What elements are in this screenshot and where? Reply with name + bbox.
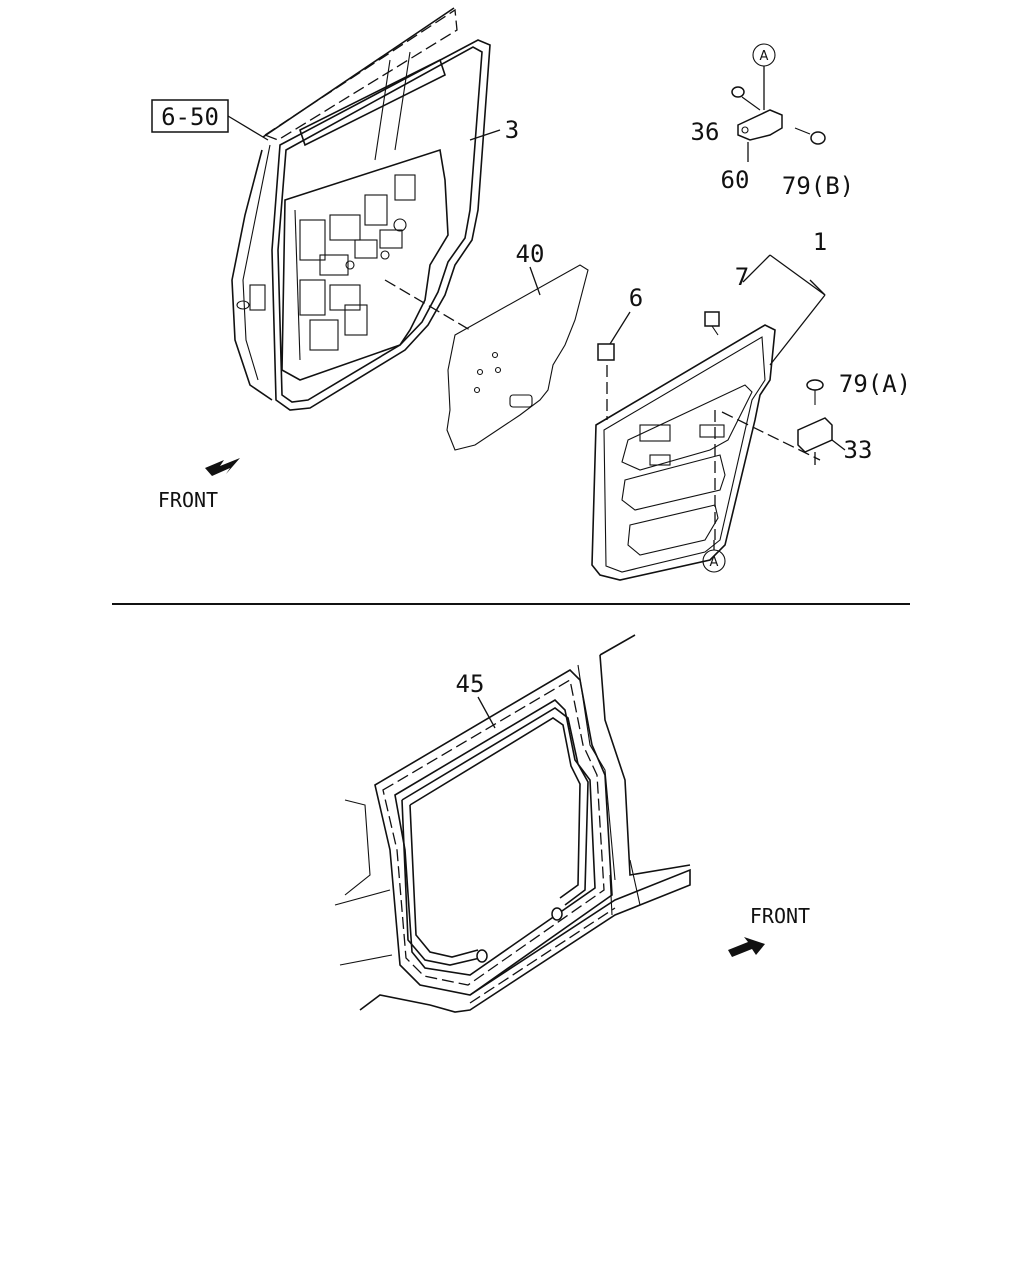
- screw-7: 7: [704, 263, 749, 336]
- label-45: 45: [456, 670, 485, 698]
- door-panel-outer: [231, 7, 458, 401]
- arrow-right-icon: [728, 937, 765, 957]
- callout-6-50: 6-50: [151, 99, 269, 141]
- door-trim-panel-1: [591, 324, 821, 581]
- bezel-33: 33: [797, 417, 873, 465]
- label-7: 7: [735, 263, 749, 291]
- front-direction-top: FRONT: [158, 458, 240, 512]
- screw-79a: 79(A): [806, 370, 911, 405]
- label-60: 60: [721, 166, 750, 194]
- front-direction-bottom: FRONT: [728, 904, 810, 957]
- ref-circle-a-bottom: [702, 549, 726, 573]
- label-33: 33: [844, 436, 873, 464]
- ref-a-bottom-group: A: [702, 540, 726, 573]
- ref-a-top: A: [760, 49, 769, 64]
- body-side-opening: [334, 634, 691, 1013]
- label-3: 3: [505, 116, 519, 144]
- weatherstrip-opening-45: [401, 707, 589, 966]
- callout-40: 40: [516, 240, 545, 296]
- callout-45: 45: [456, 670, 496, 729]
- front-label-top: FRONT: [158, 488, 218, 512]
- ref-a-bottom: A: [710, 555, 719, 570]
- callout-3: 3: [469, 116, 519, 144]
- label-6: 6: [629, 284, 643, 312]
- label-1: 1: [813, 228, 827, 256]
- label-79a: 79(A): [839, 370, 911, 398]
- clip-6: 6: [597, 284, 643, 420]
- arrow-left-icon: [205, 458, 240, 476]
- label-6-50: 6-50: [161, 103, 219, 131]
- callout-1: 1: [742, 228, 827, 366]
- label-79b: 79(B): [782, 172, 854, 200]
- label-40: 40: [516, 240, 545, 268]
- front-label-bottom: FRONT: [750, 904, 810, 928]
- label-36: 36: [691, 118, 720, 146]
- water-seal-40: [384, 264, 589, 451]
- bracket-assembly: A 36 60 79(B): [691, 43, 854, 200]
